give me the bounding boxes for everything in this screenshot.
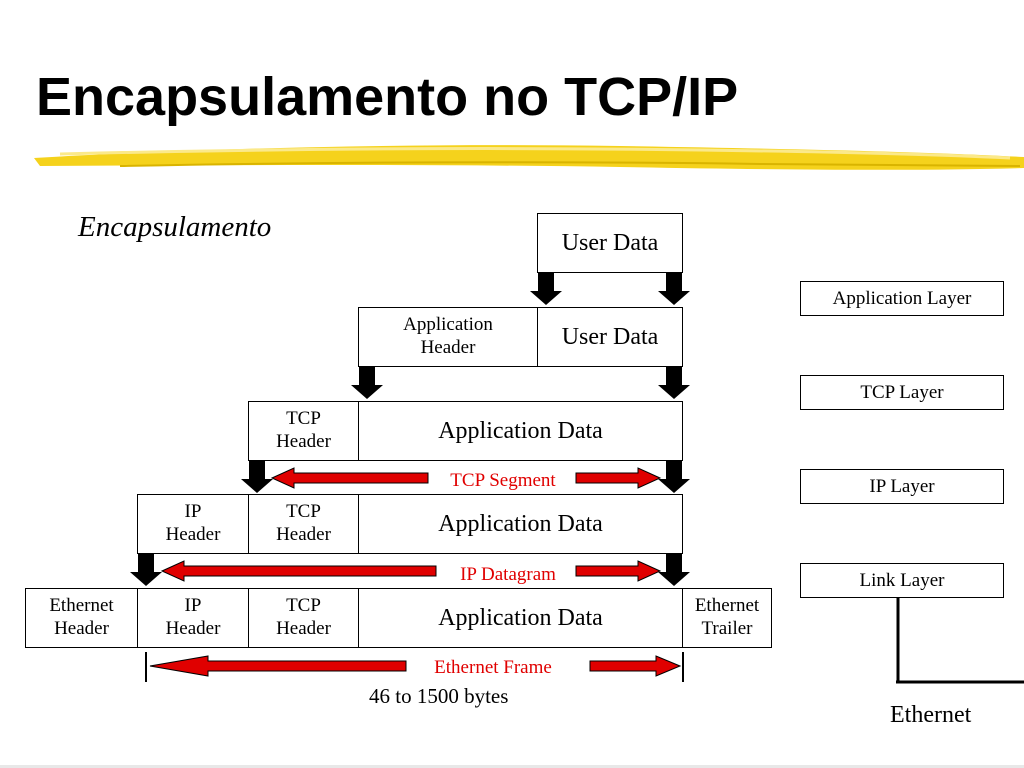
down-arrow-icon [658,367,690,399]
slide-bottom-edge [0,765,1024,768]
tcp-layer-box: TCP Layer [800,375,1004,410]
down-arrow-icon [658,273,690,305]
frame-size-label: 46 to 1500 bytes [369,684,509,708]
ethernet-frame-label: Ethernet Frame [434,657,552,678]
ip-datagram-arrow [160,560,662,582]
application-layer-box: Application Layer [800,281,1004,316]
row5-tcp-header-line1: TCP [286,595,321,617]
tcp-segment-label: TCP Segment [450,470,556,491]
application-layer-label: Application Layer [832,287,972,309]
row3-tcp-header: TCP Header [248,401,359,461]
row3-tcp-header-line1: TCP [286,408,321,430]
row5-ip-header: IP Header [137,588,249,648]
row5-ethernet-header: Ethernet Header [25,588,138,648]
ethernet-frame-arrow [145,652,684,682]
row3-tcp-header-line2: Header [276,431,331,452]
row3-application-data: Application Data [358,401,683,461]
row2-user-data-label: User Data [561,323,659,350]
row5-tcp-header: TCP Header [248,588,359,648]
row5-tcp-header-line2: Header [276,618,331,639]
row1-user-data: User Data [537,213,683,273]
row4-application-data: Application Data [358,494,683,554]
down-arrow-icon [351,367,383,399]
row5-eth-trailer-line1: Ethernet [694,595,760,617]
row2-application-header: Application Header [358,307,538,367]
diagram-subtitle: Encapsulamento [78,211,272,243]
down-arrow-icon [241,461,273,493]
row5-eth-header-line1: Ethernet [49,595,114,617]
down-arrow-icon [530,273,562,305]
row5-ip-header-line2: Header [165,618,221,639]
slide-title: Encapsulamento no TCP/IP [36,67,739,127]
tcp-segment-arrow [270,467,662,489]
link-layer-box: Link Layer [800,563,1004,598]
ip-layer-label: IP Layer [869,475,935,497]
link-layer-label: Link Layer [859,569,945,591]
down-arrow-icon [658,554,690,586]
row2-app-header-line2: Header [420,337,476,358]
row5-ip-header-line1: IP [184,595,202,617]
tcp-layer-label: TCP Layer [860,381,944,403]
row1-user-data-label: User Data [561,229,659,256]
ethernet-network-label: Ethernet [890,702,972,728]
row4-tcp-header-line1: TCP [286,501,321,523]
row4-ip-header-line1: IP [184,501,202,523]
yellow-highlight-stroke [34,145,1024,170]
row4-tcp-header-line2: Header [276,524,331,545]
row2-app-header-line1: Application [403,314,493,336]
row5-eth-trailer-line2: Trailer [701,618,753,639]
down-arrow-icon [130,554,162,586]
ethernet-wire [896,598,1024,684]
row5-eth-header-line2: Header [54,618,109,639]
row5-application-data: Application Data [358,588,683,648]
row2-user-data: User Data [537,307,683,367]
ip-layer-box: IP Layer [800,469,1004,504]
row4-ip-header-line2: Header [165,524,221,545]
row3-app-data-label: Application Data [438,417,603,444]
row5-app-data-label: Application Data [438,604,603,631]
ip-datagram-label: IP Datagram [460,564,556,585]
row5-ethernet-trailer: Ethernet Trailer [682,588,772,648]
row4-app-data-label: Application Data [438,510,603,537]
down-arrow-icon [658,461,690,493]
row4-tcp-header: TCP Header [248,494,359,554]
